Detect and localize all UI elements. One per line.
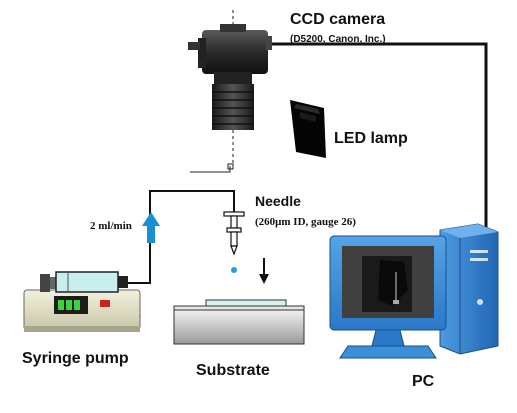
substrate-icon <box>173 299 305 345</box>
camera-pc-cable <box>272 42 488 232</box>
camera-icon <box>188 24 272 130</box>
camera-title: CCD camera <box>290 11 385 28</box>
pc-label: PC <box>412 373 435 390</box>
computer-icon <box>329 223 499 359</box>
needle-title: Needle <box>255 193 301 209</box>
droplet-icon <box>231 267 237 273</box>
needle-icon <box>223 211 245 256</box>
syringe-pump-icon <box>23 271 142 332</box>
flow-arrow-icon <box>142 212 160 243</box>
substrate-label: Substrate <box>196 362 270 379</box>
camera-subtitle: (D5200, Canon, Inc.) <box>290 34 386 45</box>
drop-direction-arrow <box>259 258 269 284</box>
tubing-line <box>128 190 235 284</box>
mirror-box <box>227 163 234 170</box>
mirror-marker <box>190 166 231 173</box>
flow-rate-label: 2 ml/min <box>90 220 132 232</box>
pump-label: Syringe pump <box>22 350 129 367</box>
lamp-label: LED lamp <box>334 130 408 147</box>
needle-subtitle: (260μm ID, gauge 26) <box>255 216 356 228</box>
led-lamp-icon <box>290 100 326 158</box>
